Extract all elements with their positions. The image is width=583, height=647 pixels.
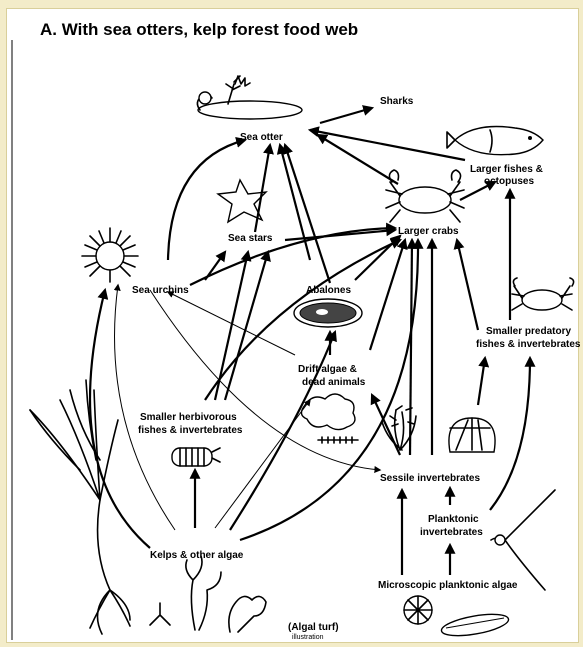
arrow-urchins-stars: [204, 250, 227, 281]
label-larger-fishes-1: Larger fishes &: [470, 164, 543, 175]
larger-fish-icon: [446, 125, 544, 156]
label-abalones: Abalones: [306, 285, 351, 296]
label-smaller-herbivorous-1: Smaller herbivorous: [140, 412, 237, 423]
arrow-herb-stars: [213, 249, 252, 401]
sea-urchin-icon: [81, 227, 139, 283]
label-kelps: Kelps & other algae: [150, 550, 244, 561]
label-sessile-invertebrates: Sessile invertebrates: [380, 473, 480, 484]
arrow-kelp-abalones: [229, 329, 337, 531]
food-web-arrows: [88, 105, 536, 575]
arrow-sessile-predators: [476, 355, 490, 406]
arrow-urchins-otter: [166, 136, 248, 261]
arrow-urchins-sessile: [149, 289, 382, 474]
small-herbivore-icon: [171, 447, 221, 467]
label-drift-algae-2: dead animals: [302, 377, 366, 388]
label-planktonic-1: Planktonic: [428, 514, 479, 525]
label-algal-turf-sub: illustration: [292, 634, 324, 641]
label-planktonic-2: invertebrates: [420, 527, 483, 538]
microscopic-algae-icon: [403, 595, 510, 637]
small-crab-icon: [511, 277, 575, 311]
arrow-drift-crabs: [368, 237, 408, 351]
arrow-sessile-crabs-2: [406, 237, 418, 456]
sea-otter-icon: [196, 75, 303, 120]
arrow-kelp-crabs: [239, 237, 424, 542]
arrow-fishes-otter: [307, 126, 466, 162]
arrow-predators-crabs: [453, 237, 480, 331]
algal-turf-icon: [149, 555, 267, 633]
label-algal-turf: (Algal turf): [288, 622, 339, 633]
sessile-invertebrates-icon: [381, 405, 496, 453]
arrow-drift-urchins: [166, 291, 296, 356]
arrow-sessile-drift: [370, 393, 401, 456]
label-microscopic: Microscopic planktonic algae: [378, 580, 518, 591]
arrow-kelp-urchins-2: [88, 287, 151, 549]
arrow-crabs-fishes: [459, 180, 497, 201]
label-smaller-predatory-1: Smaller predatory: [486, 326, 571, 337]
arrow-otter-sharks: [319, 105, 375, 125]
arrow-herb-crabs: [204, 238, 402, 401]
arrow-abalones-otter: [282, 142, 332, 284]
arrow-plankton-predators: [489, 355, 536, 511]
abalone-icon: [293, 298, 363, 328]
arrow-stars-crabs: [284, 225, 398, 242]
arrow-kelp-urchins: [113, 283, 176, 531]
larger-crab-icon: [385, 169, 465, 223]
arrow-urchins-crabs: [189, 222, 398, 286]
arrow-herb-stars-2: [223, 249, 271, 401]
sea-star-icon: [216, 178, 268, 224]
label-larger-crabs: Larger crabs: [398, 226, 459, 237]
label-smaller-predatory-2: fishes & invertebrates: [476, 339, 581, 350]
arrow-stars-otter: [253, 142, 274, 233]
planktonic-invertebrate-icon: [490, 489, 556, 591]
label-sea-otter: Sea otter: [240, 132, 283, 143]
label-sharks: Sharks: [380, 96, 414, 107]
label-smaller-herbivorous-2: fishes & invertebrates: [138, 425, 243, 436]
diagram-title: A. With sea otters, kelp forest food web: [40, 20, 359, 39]
arrow-crabs-otter: [316, 133, 399, 185]
label-sea-stars: Sea stars: [228, 233, 273, 244]
label-sea-urchins: Sea urchins: [132, 285, 189, 296]
label-larger-fishes-2: octopuses: [484, 176, 534, 187]
label-drift-algae-1: Drift algae &: [298, 364, 357, 375]
drift-algae-icon: [300, 393, 359, 444]
